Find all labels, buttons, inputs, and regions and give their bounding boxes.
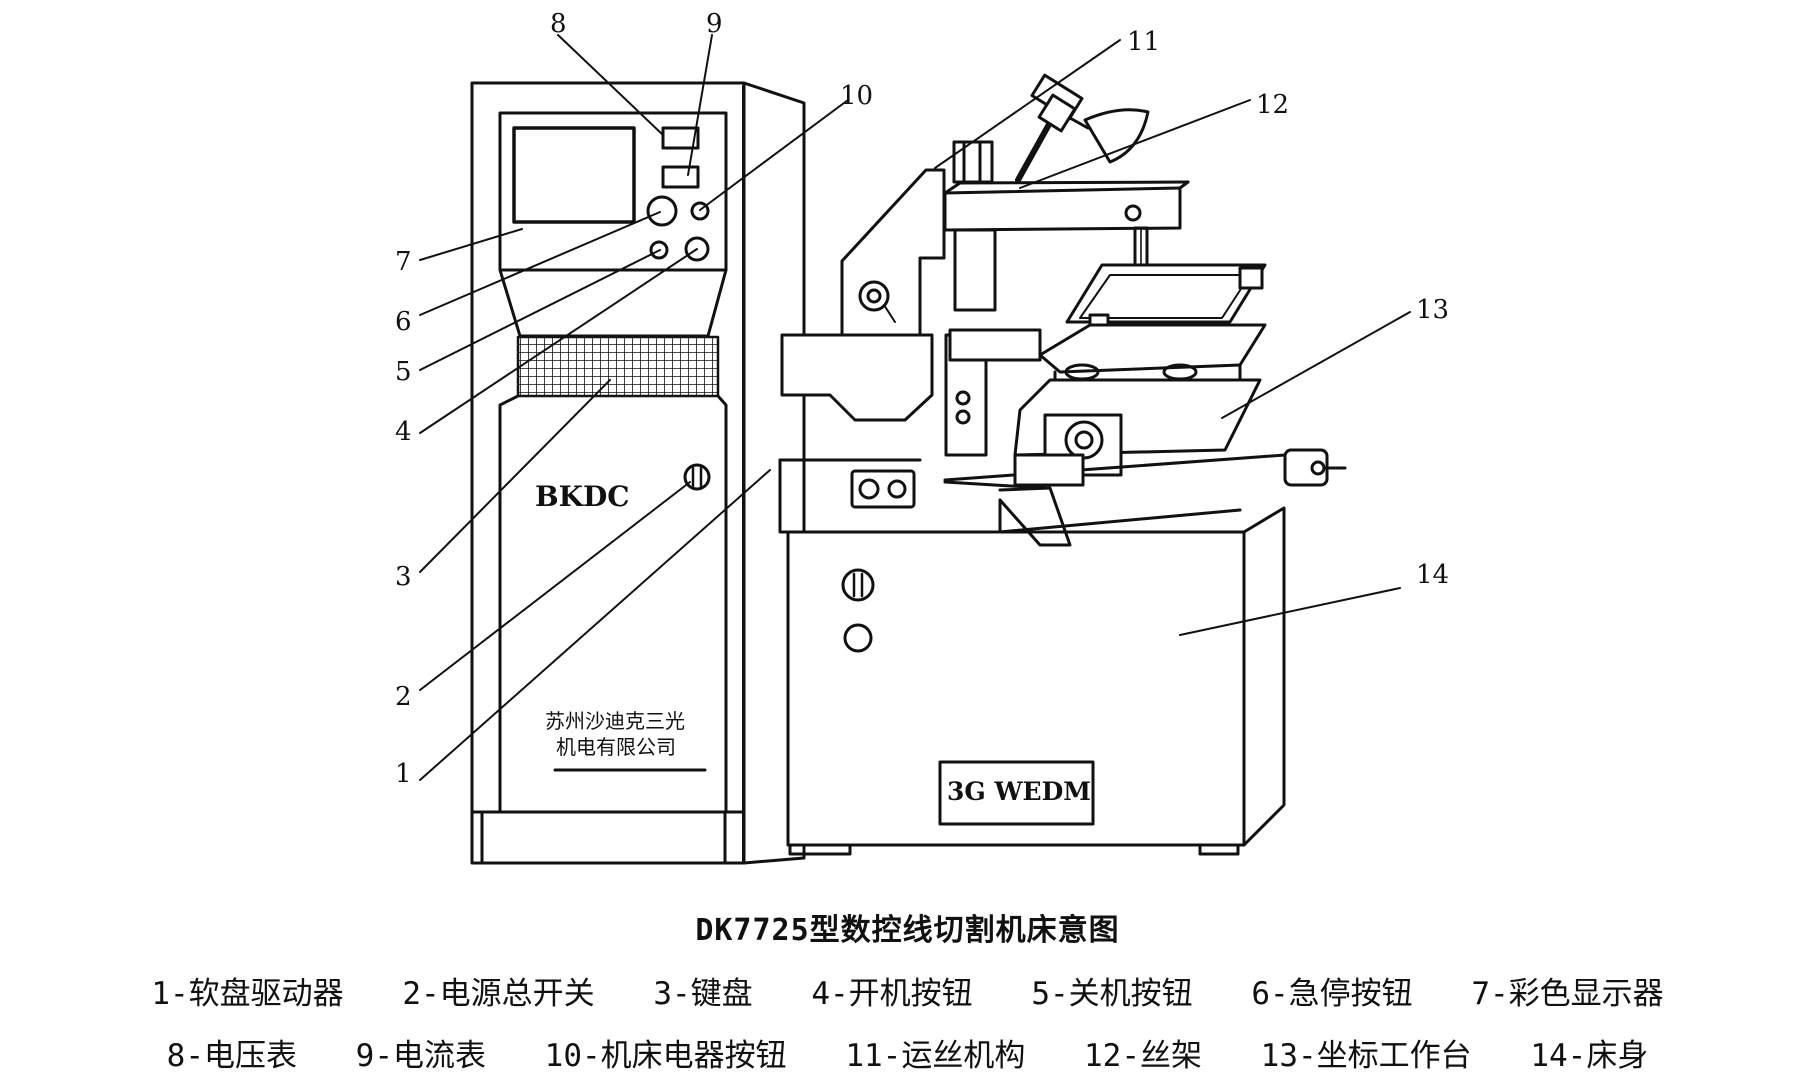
figure-caption-title: DK7725型数控线切割机床意图 xyxy=(695,913,1120,948)
cabinet-brand: BKDC xyxy=(535,480,630,513)
current-meter xyxy=(661,165,700,189)
leader-lines xyxy=(419,34,1411,781)
wire-frame xyxy=(943,180,1190,312)
legend-item: 2-电源总开关 xyxy=(402,976,595,1012)
legend-item: 12-丝架 xyxy=(1084,1038,1202,1074)
callout-5: 5 xyxy=(395,357,412,387)
machine-plate-label: 3G WEDM xyxy=(947,777,1091,806)
legend-line-1: 1-软盘驱动器 2-电源总开关 3-键盘 4-开机按钮 5-关机按钮 6-急停按… xyxy=(0,968,1815,1013)
legend-item: 14-床身 xyxy=(1530,1038,1649,1074)
coordinate-worktable xyxy=(943,263,1347,547)
callout-11: 11 xyxy=(1127,27,1160,57)
legend-item: 4-开机按钮 xyxy=(811,976,973,1012)
callout-4: 4 xyxy=(395,417,412,447)
legend-line-2: 8-电压表 9-电流表 10-机床电器按钮 11-运丝机构 12-丝架 13-坐… xyxy=(0,1030,1815,1075)
legend-item: 1-软盘驱动器 xyxy=(151,976,344,1012)
callout-10: 10 xyxy=(840,81,873,111)
power-off-button xyxy=(649,240,669,260)
callout-7: 7 xyxy=(395,247,412,277)
main-power-switch xyxy=(683,463,711,491)
callout-8: 8 xyxy=(550,9,567,39)
callout-2: 2 xyxy=(395,682,412,712)
emergency-stop-button xyxy=(646,195,678,227)
legend-item: 8-电压表 xyxy=(166,1038,297,1074)
callout-3: 3 xyxy=(395,562,412,592)
machine-electric-button xyxy=(690,201,710,221)
legend-item: 6-急停按钮 xyxy=(1251,976,1413,1012)
keyboard xyxy=(516,335,720,398)
voltage-meter xyxy=(661,126,700,150)
legend-item: 7-彩色显示器 xyxy=(1471,976,1664,1012)
machine-name-plate xyxy=(938,760,1095,826)
legend-item: 11-运丝机构 xyxy=(845,1038,1026,1074)
callout-1: 1 xyxy=(395,759,412,789)
legend-item: 13-坐标工作台 xyxy=(1260,1038,1472,1074)
machine-drawing: BKDC 苏州沙迪克三光 机电有限公司 3G WEDM 8 9 10 11 12… xyxy=(395,9,1449,865)
legend-item: 10-机床电器按钮 xyxy=(544,1038,787,1074)
power-on-button xyxy=(684,236,710,262)
machine-bed xyxy=(778,458,1286,856)
callout-9: 9 xyxy=(706,9,723,39)
cabinet-maker-line1: 苏州沙迪克三光 xyxy=(545,709,685,733)
legend-item: 3-键盘 xyxy=(653,976,753,1012)
callout-13: 13 xyxy=(1416,295,1449,325)
control-cabinet xyxy=(470,81,806,865)
legend-item: 9-电流表 xyxy=(355,1038,486,1074)
callout-14: 14 xyxy=(1416,560,1449,590)
callout-6: 6 xyxy=(395,307,412,337)
legend-item: 5-关机按钮 xyxy=(1031,976,1193,1012)
callout-12: 12 xyxy=(1256,90,1289,120)
cabinet-maker-line2: 机电有限公司 xyxy=(556,735,676,759)
